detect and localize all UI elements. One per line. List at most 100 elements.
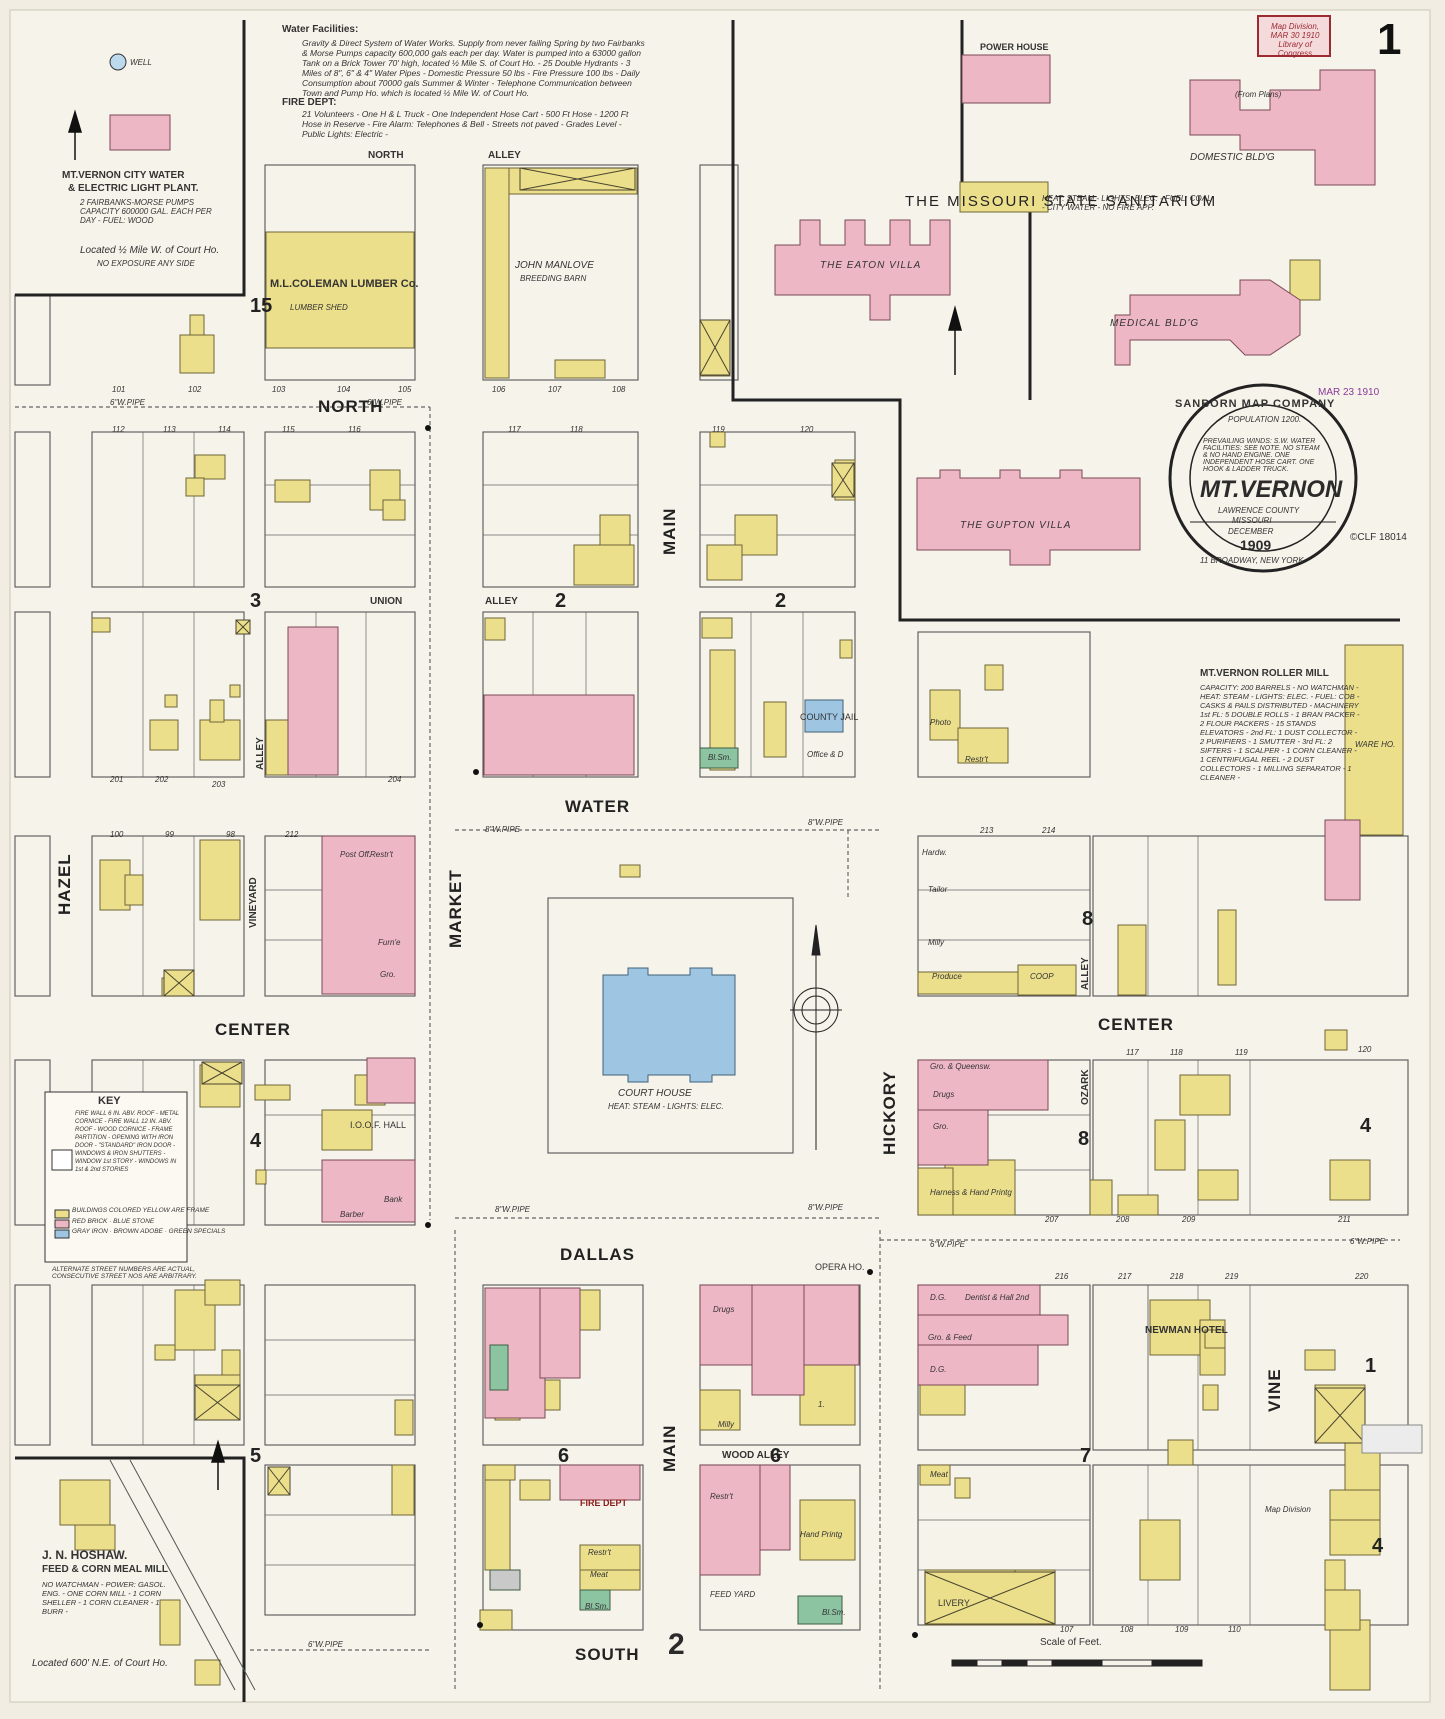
map-division-stamp: Map Division — [1265, 1505, 1311, 1514]
seal-state: MISSOURI — [1232, 516, 1272, 525]
lot-208: 208 — [1116, 1215, 1130, 1224]
medical-bldg-label: MEDICAL BLD'G — [1110, 318, 1200, 329]
lot-119b: 119 — [1235, 1048, 1248, 1057]
street-main-north: MAIN — [660, 507, 679, 555]
lot-213: 213 — [980, 826, 994, 835]
lot-217: 217 — [1118, 1272, 1132, 1281]
biz-restrt-4: Restr't — [965, 755, 988, 764]
pipe-label-7: 6"W.PIPE — [930, 1240, 965, 1249]
block-2a: 2 — [555, 590, 567, 612]
key-text: FIRE WALL 6 IN. ABV. ROOF - METAL CORNIC… — [75, 1111, 180, 1173]
seal-town: MT.VERNON — [1200, 476, 1343, 503]
seal-year: 1909 — [1240, 537, 1272, 553]
block-2b: 2 — [775, 590, 787, 612]
lot-117b: 117 — [1126, 1048, 1139, 1057]
hoshaw-mill-label: J. N. HOSHAW. — [42, 1548, 128, 1562]
lot-115: 115 — [282, 425, 295, 434]
street-water: WATER — [565, 797, 631, 816]
street-center-east: CENTER — [1098, 1015, 1174, 1034]
street-south: SOUTH — [575, 1645, 640, 1664]
block-15: 15 — [250, 295, 273, 317]
biz-harness: Harness & Hand Printg — [930, 1188, 1012, 1197]
lot-212: 212 — [285, 830, 299, 839]
key-blue: GRAY IRON · BROWN ADOBE · GREEN SPECIALS — [72, 1228, 226, 1235]
biz-gro-queensw: Gro. & Queensw. — [930, 1062, 991, 1071]
lot-103: 103 — [272, 385, 286, 394]
pipe-label-3: 8"W.PIPE — [485, 825, 520, 834]
lot-118b: 118 — [1170, 1048, 1183, 1057]
biz-drugs: Drugs — [933, 1090, 955, 1099]
lumber-shed-label: LUMBER SHED — [290, 303, 348, 312]
biz-tailor: Tailor — [928, 885, 948, 894]
well-icon — [109, 53, 127, 71]
library-stamp — [1257, 15, 1423, 1454]
block-7: 7 — [1080, 1445, 1092, 1467]
domestic-bldg-label: DOMESTIC BLD'G — [1190, 152, 1275, 163]
court-house-notes: HEAT: STEAM - LIGHTS: ELEC. — [608, 1102, 724, 1111]
street-vine: VINE — [1265, 1368, 1284, 1412]
biz-restrt-2: Restr't — [710, 1492, 733, 1501]
sanborn-seal — [1168, 383, 1358, 573]
street-alley-west: ALLEY — [255, 737, 266, 770]
lot-114: 114 — [218, 425, 231, 434]
compass-rose-icon — [790, 924, 842, 1150]
lot-117: 117 — [508, 425, 521, 434]
roller-mill-notes: CAPACITY: 200 BARRELS - NO WATCHMAN - HE… — [1200, 683, 1360, 782]
biz-hand-printg: Hand Printg — [800, 1530, 843, 1539]
biz-milly: Milly — [928, 938, 944, 947]
hydrants — [425, 425, 918, 1638]
street-market: MARKET — [446, 869, 465, 948]
biz-coop: COOP — [1030, 972, 1054, 981]
block-4a: 4 — [250, 1130, 262, 1152]
lot-102: 102 — [188, 385, 202, 394]
lot-216: 216 — [1055, 1272, 1069, 1281]
pipe-label-2: 6"W.PIPE — [367, 398, 402, 407]
biz-milly-2: Milly — [718, 1420, 734, 1429]
seal-county: LAWRENCE COUNTY — [1218, 506, 1300, 515]
manlove-barn-label: JOHN MANLOVE — [515, 260, 594, 271]
key-title: KEY — [98, 1095, 121, 1107]
lot-207: 207 — [1045, 1215, 1059, 1224]
lot-214: 214 — [1042, 826, 1056, 835]
biz-drugs-2: Drugs — [713, 1305, 735, 1314]
lot-220: 220 — [1355, 1272, 1369, 1281]
copyright-label: ©CLF 18014 — [1350, 532, 1407, 543]
biz-furn: Furn'e — [378, 938, 401, 947]
biz-meat: Meat — [590, 1570, 608, 1579]
crossed-boxes — [163, 167, 1366, 1625]
ware-house-label: WARE HO. — [1355, 740, 1396, 749]
block-6b: 6 — [770, 1445, 782, 1467]
breeding-barn-label: BREEDING BARN — [520, 274, 587, 283]
from-plans-label: (From Plans) — [1235, 90, 1282, 99]
block-3: 3 — [250, 590, 262, 612]
lot-209: 209 — [1182, 1215, 1196, 1224]
scale-bar — [951, 1659, 1203, 1667]
water-facilities-text: Gravity & Direct System of Water Works. … — [302, 38, 645, 98]
map-key-box — [44, 1091, 188, 1263]
well-label: WELL — [130, 58, 152, 67]
scale-label: Scale of Feet. — [1040, 1637, 1102, 1648]
seal-population: POPULATION 1200. — [1228, 415, 1302, 424]
opera-house-label: OPERA HO. — [815, 1262, 865, 1272]
street-ozark: OZARK — [1080, 1069, 1091, 1105]
biz-bl-sm-2: Bl.Sm. — [585, 1602, 609, 1611]
lot-106: 106 — [492, 385, 506, 394]
gupton-villa-label: THE GUPTON VILLA — [960, 520, 1072, 531]
seal-month: DECEMBER — [1228, 527, 1274, 536]
water-plant-location: Located ½ Mile W. of Court Ho. — [80, 245, 220, 256]
water-facilities-heading: Water Facilities: — [282, 24, 359, 35]
block-5: 5 — [250, 1445, 262, 1467]
adjacent-sheet-2: 2 — [668, 1628, 685, 1661]
fire-dept-heading: FIRE DEPT: — [282, 97, 337, 108]
block-8b: 8 — [1082, 908, 1094, 930]
roller-mill-label: MT.VERNON ROLLER MILL — [1200, 668, 1329, 679]
water-plant-label-2: & ELECTRIC LIGHT PLANT. — [68, 183, 199, 194]
street-hazel: HAZEL — [55, 853, 74, 915]
lot-219: 219 — [1225, 1272, 1239, 1281]
block-1: 1 — [1365, 1355, 1377, 1377]
lot-120: 120 — [800, 425, 814, 434]
lot-118: 118 — [570, 425, 583, 434]
biz-barber: Barber — [340, 1210, 365, 1219]
sheet-number: 1 — [1377, 15, 1402, 64]
biz-restrt: Restr't — [370, 850, 393, 859]
